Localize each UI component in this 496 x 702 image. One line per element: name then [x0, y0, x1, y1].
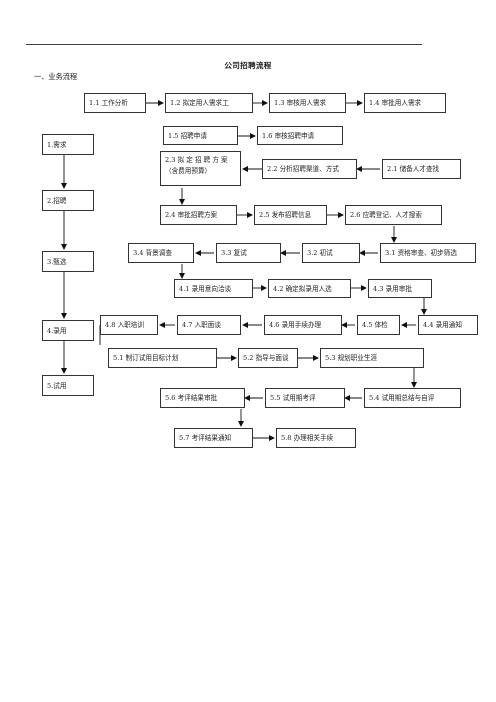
step-2-6: 2.6 应聘登记、人才搜索 [345, 205, 442, 225]
step-3-1: 3.1 资格审查、初步筛选 [380, 243, 476, 263]
step-1-1: 1.1 工作分析 [84, 93, 146, 113]
step-5-2: 5.2 指导与面谈 [238, 348, 298, 368]
step-5-1: 5.1 制订试用目标计划 [108, 348, 217, 368]
step-5-8: 5.8 办理相关手续 [276, 428, 356, 448]
step-5-4: 5.4 试用期总结与自评 [364, 388, 461, 408]
stage-selection: 3.甄选 [42, 251, 94, 272]
stage-hire: 4.录用 [42, 320, 94, 341]
step-2-3: 2.3 拟 定 招 聘 方 案（含费用预算） [160, 151, 241, 186]
step-2-1: 2.1 储备人才查找 [382, 159, 461, 179]
step-4-5: 4.5 体检 [357, 315, 400, 335]
step-5-6: 5.6 考评结果审批 [160, 388, 245, 408]
step-5-3: 5.3 规划职业生涯 [320, 348, 424, 368]
step-2-5: 2.5 发布招聘信息 [254, 205, 327, 225]
step-4-8: 4.8 入职培训 [100, 315, 158, 335]
step-4-7: 4.7 入职面谈 [177, 315, 241, 335]
step-1-4: 1.4 审批用人需求 [364, 93, 446, 113]
step-3-3: 3.3 复试 [216, 243, 281, 263]
stage-recruit: 2.招聘 [42, 190, 94, 211]
step-4-6: 4.6 录用手续办理 [264, 315, 342, 335]
step-3-2: 3.2 初试 [302, 243, 360, 263]
step-3-4: 3.4 背景调查 [128, 243, 194, 263]
step-1-5: 1.5 招聘申请 [163, 126, 238, 145]
step-2-2: 2.2 分析招聘渠道、方式 [262, 159, 357, 179]
step-5-5: 5.5 试用期考评 [265, 388, 345, 408]
step-4-1: 4.1 录用意向洽谈 [174, 279, 253, 298]
step-1-3: 1.3 审核用人需求 [269, 93, 346, 113]
step-2-4: 2.4 审批招聘方案 [160, 205, 237, 225]
step-1-6: 1.6 审核招聘申请 [257, 126, 343, 145]
section-heading: 一、业务流程 [34, 72, 78, 81]
step-4-3: 4.3 录用审批 [368, 279, 432, 298]
step-1-2: 1.2 拟定用人需求工 [165, 93, 253, 113]
step-4-4: 4.4 录用通知 [418, 315, 478, 335]
top-rule [26, 44, 422, 45]
stage-probation: 5.试用 [42, 375, 94, 396]
stage-demand: 1.需求 [42, 134, 94, 155]
step-4-2: 4.2 确定拟录用人选 [268, 279, 351, 298]
step-5-7: 5.7 考评结果通知 [174, 428, 253, 448]
page-title: 公司招聘流程 [224, 61, 272, 70]
